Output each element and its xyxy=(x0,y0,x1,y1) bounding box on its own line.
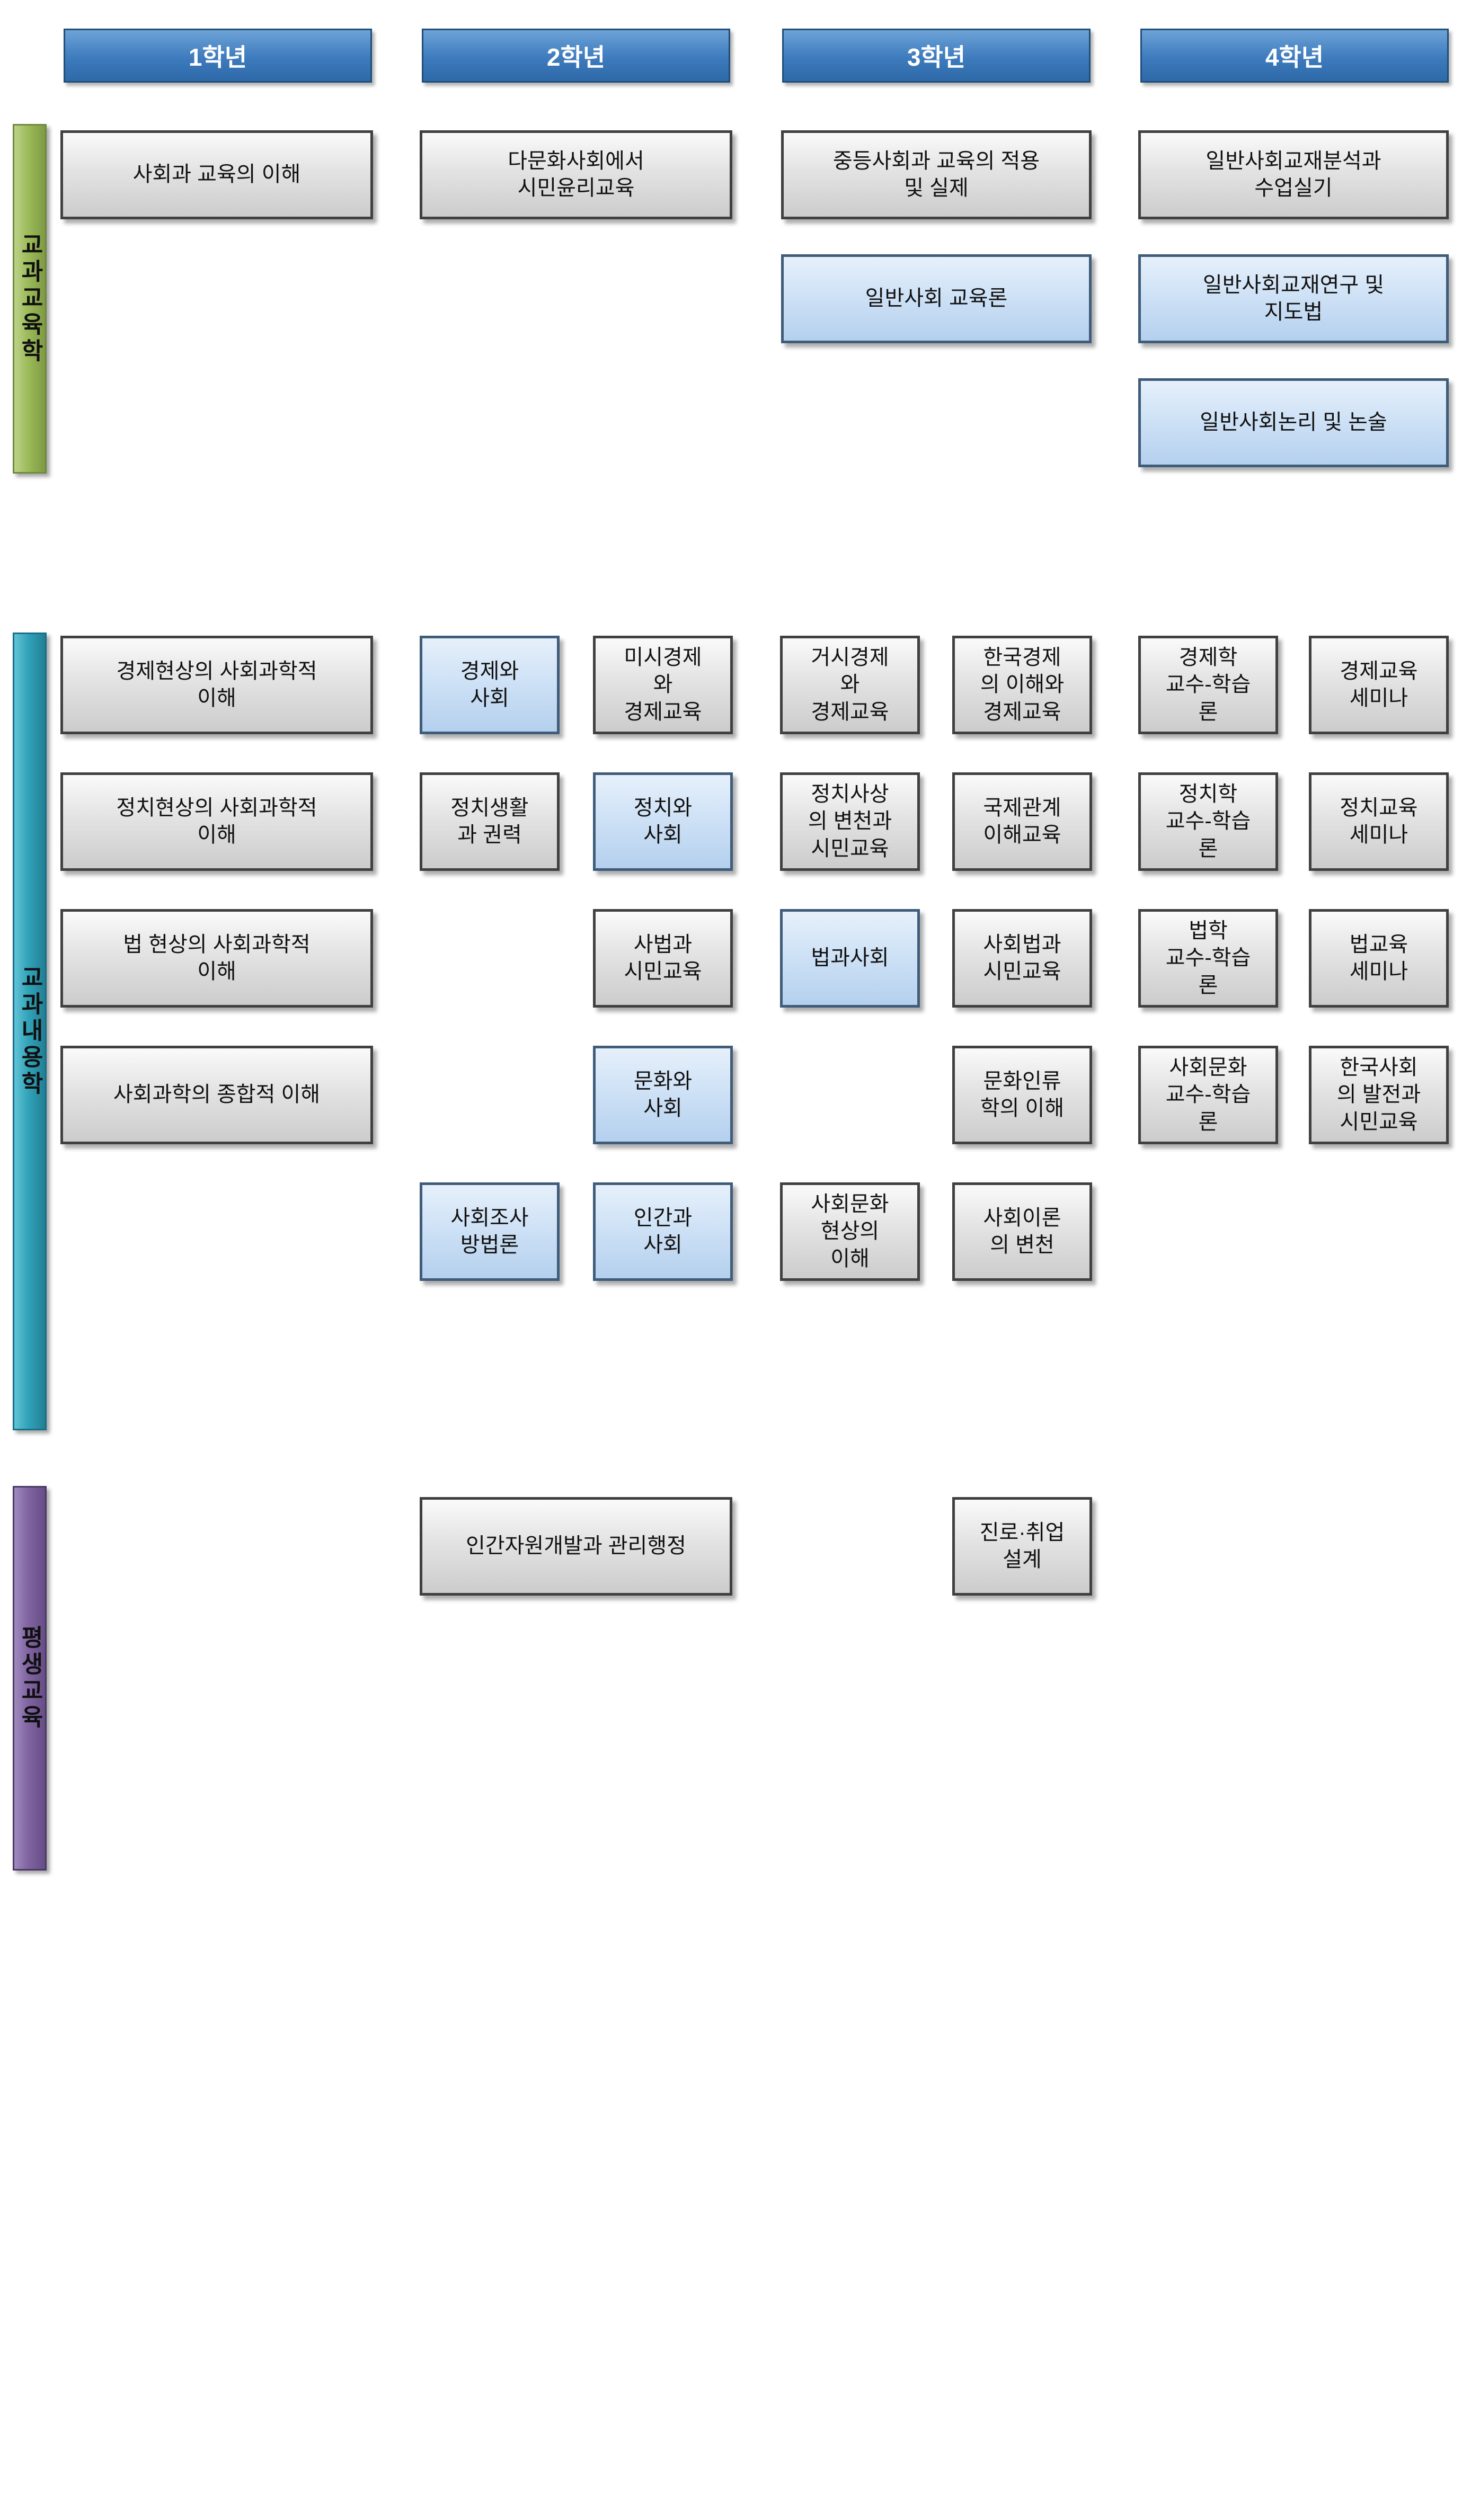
section-bar-content: 교과내용학 xyxy=(13,633,47,1430)
course-box: 중등사회과 교육의 적용 및 실제 xyxy=(781,130,1092,219)
course-box: 경제교육 세미나 xyxy=(1309,636,1449,734)
course-box: 경제와 사회 xyxy=(420,636,560,734)
course-box: 거시경제 와 경제교육 xyxy=(780,636,920,734)
course-box: 일반사회교재연구 및 지도법 xyxy=(1138,254,1449,343)
course-box: 사회법과 시민교육 xyxy=(952,909,1092,1008)
course-box: 정치와 사회 xyxy=(593,772,733,871)
course-box: 정치생활 과 권력 xyxy=(420,772,560,871)
course-box: 사회과학의 종합적 이해 xyxy=(60,1046,373,1144)
course-box: 사법과 시민교육 xyxy=(593,909,733,1008)
course-box: 일반사회 교육론 xyxy=(781,254,1092,343)
course-box: 정치현상의 사회과학적 이해 xyxy=(60,772,373,871)
course-box: 문화인류 학의 이해 xyxy=(952,1046,1092,1144)
grade-header-3: 3학년 xyxy=(782,29,1091,83)
section-bar-lifelong: 평생교육 xyxy=(13,1486,47,1871)
course-box: 국제관계 이해교육 xyxy=(952,772,1092,871)
course-box: 경제학 교수-학습 론 xyxy=(1138,636,1278,734)
section-bar-pedagogy: 교과교육학 xyxy=(13,124,47,474)
course-box: 사회문화 현상의 이해 xyxy=(780,1182,920,1281)
grade-header-2: 2학년 xyxy=(422,29,730,83)
course-box: 진로·취업 설계 xyxy=(952,1497,1092,1596)
course-box: 사회문화 교수-학습 론 xyxy=(1138,1046,1278,1144)
course-box: 법과사회 xyxy=(780,909,920,1008)
course-box: 한국경제 의 이해와 경제교육 xyxy=(952,636,1092,734)
course-box: 일반사회교재분석과 수업실기 xyxy=(1138,130,1449,219)
course-box: 인간과 사회 xyxy=(593,1182,733,1281)
course-box: 문화와 사회 xyxy=(593,1046,733,1144)
course-box: 인간자원개발과 관리행정 xyxy=(420,1497,732,1596)
course-box: 법 현상의 사회과학적 이해 xyxy=(60,909,373,1008)
grade-header-1: 1학년 xyxy=(64,29,372,83)
course-box: 정치사상 의 변천과 시민교육 xyxy=(780,772,920,871)
course-box: 다문화사회에서 시민윤리교육 xyxy=(420,130,732,219)
course-box: 미시경제 와 경제교육 xyxy=(593,636,733,734)
course-box: 경제현상의 사회과학적 이해 xyxy=(60,636,373,734)
course-box: 한국사회 의 발전과 시민교육 xyxy=(1309,1046,1449,1144)
course-box: 정치학 교수-학습 론 xyxy=(1138,772,1278,871)
course-box: 사회과 교육의 이해 xyxy=(60,130,373,219)
grade-header-4: 4학년 xyxy=(1140,29,1449,83)
course-box: 정치교육 세미나 xyxy=(1309,772,1449,871)
course-box: 사회조사 방법론 xyxy=(420,1182,560,1281)
course-box: 사회이론 의 변천 xyxy=(952,1182,1092,1281)
course-box: 일반사회논리 및 논술 xyxy=(1138,378,1449,467)
course-box: 법교육 세미나 xyxy=(1309,909,1449,1008)
course-box: 법학 교수-학습 론 xyxy=(1138,909,1278,1008)
